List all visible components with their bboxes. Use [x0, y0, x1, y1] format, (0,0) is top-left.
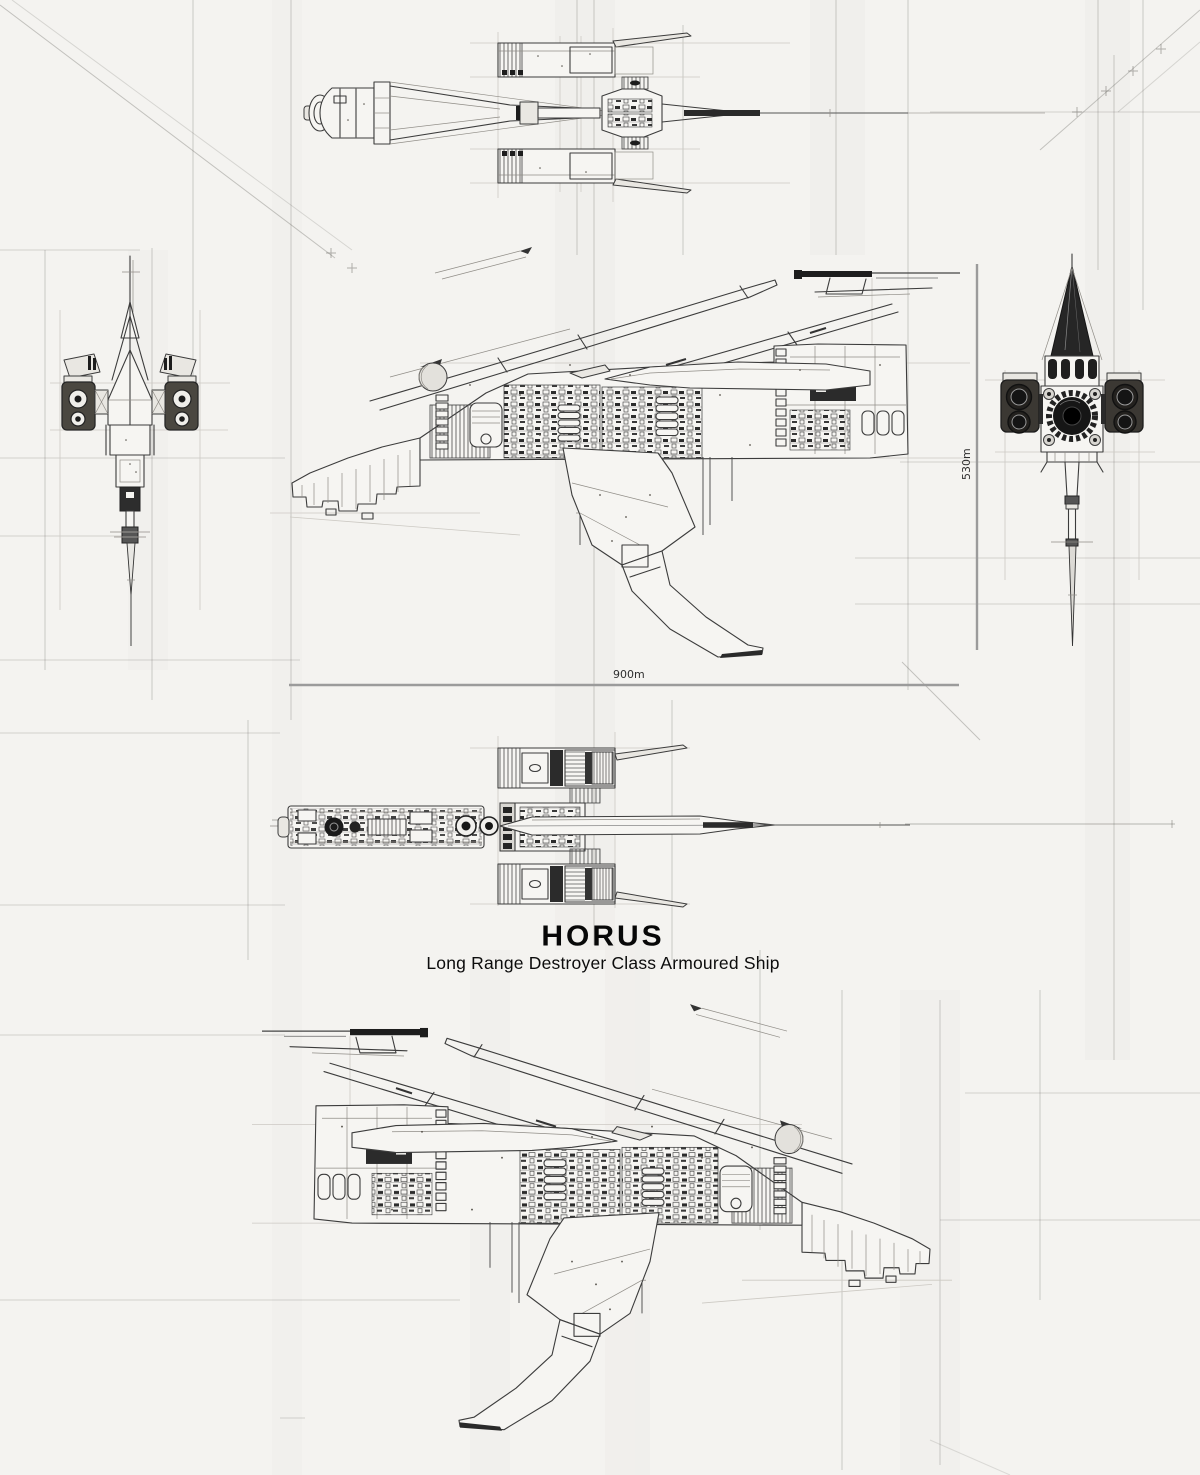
top-antenna-spar — [794, 270, 960, 298]
ship-title: HORUS — [541, 920, 665, 953]
engine-pod-left — [61, 375, 96, 431]
wing-root-cylinder — [418, 362, 448, 392]
nose-section — [303, 81, 391, 145]
gear-ring — [1046, 390, 1098, 442]
tick-crosses — [326, 44, 1166, 273]
title-block: HORUS Long Range Destroyer Class Armoure… — [0, 922, 1200, 974]
front-hull — [107, 349, 153, 426]
horizontal-guides — [0, 111, 1200, 1419]
side-profile-view — [270, 247, 970, 658]
top-plan-view — [303, 28, 908, 202]
rear-pod-right — [1101, 372, 1144, 434]
front-keel-spike — [126, 542, 136, 646]
tail-spike — [661, 103, 908, 123]
rear-pod-left — [1000, 372, 1043, 434]
dorsal-blade-upper — [614, 744, 688, 761]
center-hub — [601, 76, 663, 150]
dorsal-fairing-spike — [499, 815, 910, 836]
length-dimension: 900m — [289, 668, 959, 687]
height-dimension: 530m — [960, 264, 979, 650]
ship-subtitle: Long Range Destroyer Class Armoured Ship — [426, 953, 780, 973]
wing-pod-upper — [497, 32, 692, 78]
dorsal-pod-upper — [497, 744, 688, 804]
front-shoulder-fins — [63, 353, 197, 379]
rear-lower — [1040, 451, 1104, 647]
rib-stack-fore — [557, 404, 581, 442]
rib-stack-mid — [655, 396, 679, 437]
front-mast — [111, 255, 149, 381]
dorsal-pod-lower — [497, 848, 688, 908]
dorsal-neck-lower — [569, 848, 601, 865]
dorsal-plan-view — [270, 732, 910, 908]
wing-blade-upper — [612, 32, 692, 48]
dorsal-neck-upper — [569, 787, 601, 804]
side-profile-mirrored-view — [250, 1003, 954, 1432]
engine-pod-right — [164, 375, 199, 431]
wing-pod-lower — [497, 148, 692, 194]
greebled-spine — [277, 805, 499, 849]
wing-blade-lower — [612, 178, 692, 194]
hull-canister — [469, 402, 503, 448]
ankle-box — [621, 544, 649, 568]
hull-speckle — [469, 364, 881, 446]
side-art — [270, 247, 970, 658]
front-body — [105, 424, 155, 544]
tail-foot — [720, 650, 762, 658]
rear-upper-block — [1044, 355, 1100, 387]
rear-elevation-view — [985, 253, 1165, 647]
pod-pylons — [94, 389, 166, 415]
piston-row — [367, 818, 407, 836]
front-elevation-view — [50, 255, 230, 646]
nose-stepped — [291, 437, 421, 520]
length-dimension-label: 900m — [613, 668, 645, 681]
rear-mast-cone — [1041, 253, 1103, 361]
tail-leg — [562, 447, 764, 658]
rear-main-block — [1040, 385, 1104, 453]
dart-fairing — [604, 361, 871, 391]
ladder-column — [435, 394, 449, 450]
dorsal-blade-lower — [614, 891, 688, 908]
hull-taper — [389, 81, 606, 145]
height-dimension-label: 530m — [960, 448, 973, 480]
fore-fairing — [569, 364, 611, 379]
main-hull — [419, 343, 909, 461]
